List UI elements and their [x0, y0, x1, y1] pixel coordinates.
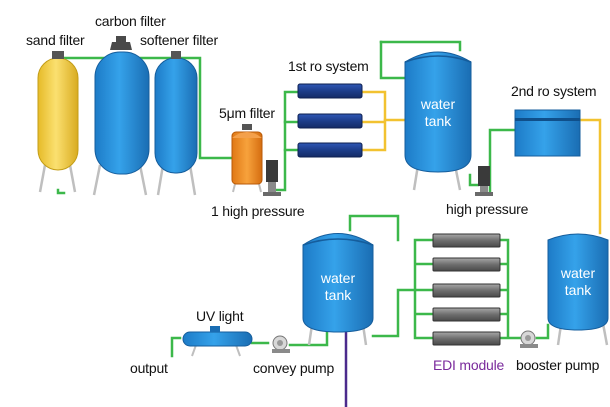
softener-filter-label: softener filter — [140, 32, 218, 48]
output-label: output — [130, 360, 168, 376]
tank-1-word-water: water — [420, 96, 456, 112]
pipe-yellow-ro2 — [578, 118, 602, 235]
sand-filter-label: sand filter — [26, 32, 85, 48]
motor-icon-2 — [475, 166, 493, 196]
ro1-membranes — [297, 83, 363, 158]
tank-2-word-tank: tank — [324, 287, 352, 303]
filter-cap-icon — [110, 42, 132, 50]
pump-icon-booster — [520, 330, 538, 348]
booster-pump-label: booster pump — [516, 357, 600, 373]
pipe-green-to-ro2 — [488, 128, 517, 194]
ro2-label: 2nd ro system — [511, 83, 597, 99]
convey-pump-label: convey pump — [253, 360, 335, 376]
carbon-filter-label: carbon filter — [95, 13, 166, 29]
micron-filter — [231, 124, 263, 193]
carbon-filter — [92, 36, 150, 196]
pipe-yellow-ro1 — [360, 90, 387, 152]
pipe-green-tank2-top — [348, 214, 400, 242]
water-tank-1 — [404, 51, 472, 191]
uv-light-label: UV light — [196, 308, 244, 324]
uv-light — [182, 326, 253, 357]
tank-2-word-water: water — [320, 270, 356, 286]
pipe-green-filters — [56, 188, 66, 195]
tank-3-word-water: water — [560, 265, 596, 281]
high-pressure-2-label: high pressure — [446, 201, 529, 217]
sand-filter — [37, 51, 79, 193]
pipe-green-to-ro1 — [270, 90, 300, 192]
softener-filter — [154, 51, 198, 196]
pipe-green-to-tank1 — [379, 40, 407, 80]
motor-icon — [263, 160, 281, 196]
tank-1-word-tank: tank — [424, 113, 452, 129]
pipe-green-to-tank2 — [371, 288, 417, 338]
water-tank-2-label: water tank — [303, 270, 373, 304]
edi-module — [432, 233, 501, 346]
edi-module-label: EDI module — [433, 357, 505, 373]
pipe-green-edi-out — [413, 238, 435, 340]
pipe-green-booster — [535, 323, 550, 340]
pipe-green-convey — [288, 328, 329, 347]
water-tank-2 — [302, 233, 374, 346]
ro2-unit — [514, 109, 581, 157]
water-tank-3-label: water tank — [548, 265, 608, 299]
pipe-green-tank1-pump — [468, 173, 480, 187]
water-tank-3 — [547, 233, 609, 346]
micron-filter-label: 5μm filter — [219, 105, 275, 121]
pipe-green-ro1-inner — [283, 120, 300, 152]
pipe-green-edi-in — [498, 238, 522, 340]
ro1-label: 1st ro system — [288, 58, 369, 74]
pipe-green-output — [170, 336, 182, 358]
tank-3-word-tank: tank — [564, 282, 592, 298]
water-tank-1-label: water tank — [405, 96, 471, 130]
pump-icon-convey — [272, 335, 290, 353]
pipe-green-tank1-top — [379, 40, 462, 52]
high-pressure-1-label: 1 high pressure — [211, 203, 305, 219]
